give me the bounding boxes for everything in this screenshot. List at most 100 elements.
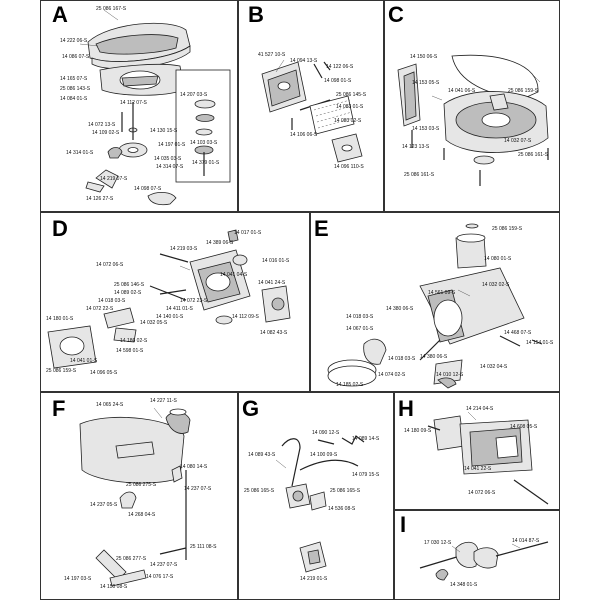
section-e-letter: E	[314, 216, 329, 241]
part-number-label: 14 041 22-S	[464, 466, 492, 472]
part-number-label: 14 100 09-S	[310, 452, 338, 458]
section-i-letter: I	[400, 512, 407, 537]
part-number-label: 14 380 06-S	[420, 354, 448, 360]
part-number-label: 14 214 04-S	[466, 406, 494, 412]
part-number-label: 14 018 03-S	[346, 314, 374, 320]
section-h-letter: H	[398, 396, 414, 421]
part-number-label: 25 086 277-S	[116, 556, 147, 562]
part-number-label: 14 411 01-S	[166, 306, 193, 312]
part-number-label: 14 103 03-S	[190, 140, 218, 146]
part-number-label: 25 086 161-S	[518, 152, 549, 158]
part-number-label: 14 140 01-S	[156, 314, 184, 320]
section-c-frame	[384, 0, 560, 212]
part-number-label: 14 150 06-S	[410, 54, 438, 60]
part-number-label: 14 380 06-S	[386, 306, 414, 312]
part-number-label: 14 219 07-S	[100, 176, 128, 182]
part-number-label: 14 067 01-S	[346, 326, 374, 332]
part-number-label: 14 098 01-S	[324, 78, 352, 84]
section-g-letter: G	[242, 396, 260, 421]
part-number-label: 14 153 03-S	[412, 126, 440, 132]
part-number-label: 14 072 06-S	[468, 490, 496, 496]
part-number-label: 14 123 13-S	[402, 144, 430, 150]
section-c-letter: C	[388, 2, 404, 27]
part-number-label: 14 222 06-S	[60, 38, 88, 44]
part-number-label: 14 079 15-S	[352, 472, 380, 478]
part-number-label: 14 072 06-S	[96, 262, 124, 268]
part-number-label: 14 080 14-S	[180, 464, 208, 470]
part-number-label: 14 041 04-S	[220, 272, 248, 278]
part-number-label: 14 080 01-S	[484, 256, 512, 262]
part-number-label: 14 536 08-S	[328, 506, 356, 512]
part-number-label: 14 180 01-S	[46, 316, 74, 322]
part-number-label: 14 180 09-S	[404, 428, 432, 434]
part-number-label: 14 089 43-S	[248, 452, 276, 458]
part-number-label: 14 186 02-S	[120, 338, 148, 344]
part-number-label: 14 032 05-S	[140, 320, 168, 326]
section-g-drawing	[275, 435, 365, 573]
part-number-label: 14 122 06-S	[326, 64, 354, 70]
section-d-letter: D	[52, 216, 68, 241]
part-number-label: 14 096 05-S	[90, 370, 118, 376]
part-number-label: 14 018 03-S	[98, 298, 126, 304]
part-number-label: 14 153 05-S	[412, 80, 440, 86]
part-number-label: 14 017 01-S	[234, 230, 262, 236]
part-number-label: 14 150 08-S	[100, 584, 128, 590]
part-number-label: 14 072 22-S	[86, 306, 114, 312]
section-a-drawing	[79, 9, 231, 206]
part-number-label: 14 076 17-S	[146, 574, 174, 580]
section-b-letter: B	[248, 2, 264, 27]
part-number-label: 25 086 165-S	[330, 488, 361, 494]
part-number-label: 14 082 43-S	[260, 330, 288, 336]
part-number-label: 14 065 24-S	[96, 402, 124, 408]
part-number-label: 14 468 07-S	[504, 330, 532, 336]
part-number-label: 14 083 01-S	[336, 104, 364, 110]
part-number-label: 25 086 143-S	[60, 86, 91, 92]
part-number-label: 14 041 24-S	[258, 280, 286, 286]
part-number-label: 14 072 23-S	[180, 298, 208, 304]
part-number-label: 14 154 01-S	[526, 340, 554, 346]
part-number-label: 14 018 03-S	[388, 356, 416, 362]
part-number-label: 14 032 04-S	[480, 364, 508, 370]
part-number-label: 25 086 275-S	[126, 482, 157, 488]
part-number-label: 14 389 06-S	[206, 240, 234, 246]
section-b-frame	[238, 0, 384, 212]
part-number-label: 14 379 01-S	[192, 160, 220, 166]
part-number-label: 14 561 09-S	[428, 290, 456, 296]
section-h-frame	[394, 392, 560, 510]
part-number-label: 14 598 01-S	[116, 348, 144, 354]
part-number-label: 14 314 01-S	[66, 150, 94, 156]
section-d-frame	[40, 212, 310, 392]
part-number-label: 14 032 07-S	[504, 138, 532, 144]
part-number-label: 14 608 05-S	[510, 424, 538, 430]
part-number-label: 14 237 07-S	[184, 486, 212, 492]
part-number-label: 14 197 03-S	[64, 576, 92, 582]
part-number-label: 14 126 27-S	[86, 196, 114, 202]
part-number-label: 14 072 13-S	[88, 122, 116, 128]
part-number-label: 14 084 01-S	[60, 96, 88, 102]
part-number-label: 14 165 07-S	[60, 76, 88, 82]
part-number-label: 25 086 161-S	[404, 172, 435, 178]
part-number-label: 14 268 04-S	[128, 512, 156, 518]
part-number-label: 25 086 159-S	[492, 226, 523, 232]
part-number-label: 14 219 01-S	[300, 576, 328, 582]
part-number-label: 14 089 14-S	[352, 436, 380, 442]
part-number-label: 14 016 01-S	[262, 258, 290, 264]
section-h-drawing	[427, 411, 549, 505]
part-number-label: 14 035 03-S	[154, 156, 182, 162]
part-number-label: 14 130 15-S	[150, 128, 178, 134]
section-a-frame	[40, 0, 238, 212]
part-number-label: 14 197 01-S	[158, 142, 186, 148]
part-number-label: 14 089 02-S	[114, 290, 142, 296]
part-number-label: 14 074 02-S	[378, 372, 406, 378]
part-number-label: 25 086 159-S	[508, 88, 539, 94]
part-number-label: 25 086 146-S	[114, 282, 145, 288]
section-f-letter: F	[52, 396, 66, 421]
section-d-drawing	[47, 229, 291, 369]
part-number-label: 14 041 01-S	[70, 358, 98, 364]
part-number-label: 25 086 165-S	[244, 488, 275, 494]
section-a-letter: A	[52, 2, 68, 27]
part-number-label: 14 348 01-S	[450, 582, 478, 588]
part-number-label: 41 527 10-S	[258, 52, 286, 58]
